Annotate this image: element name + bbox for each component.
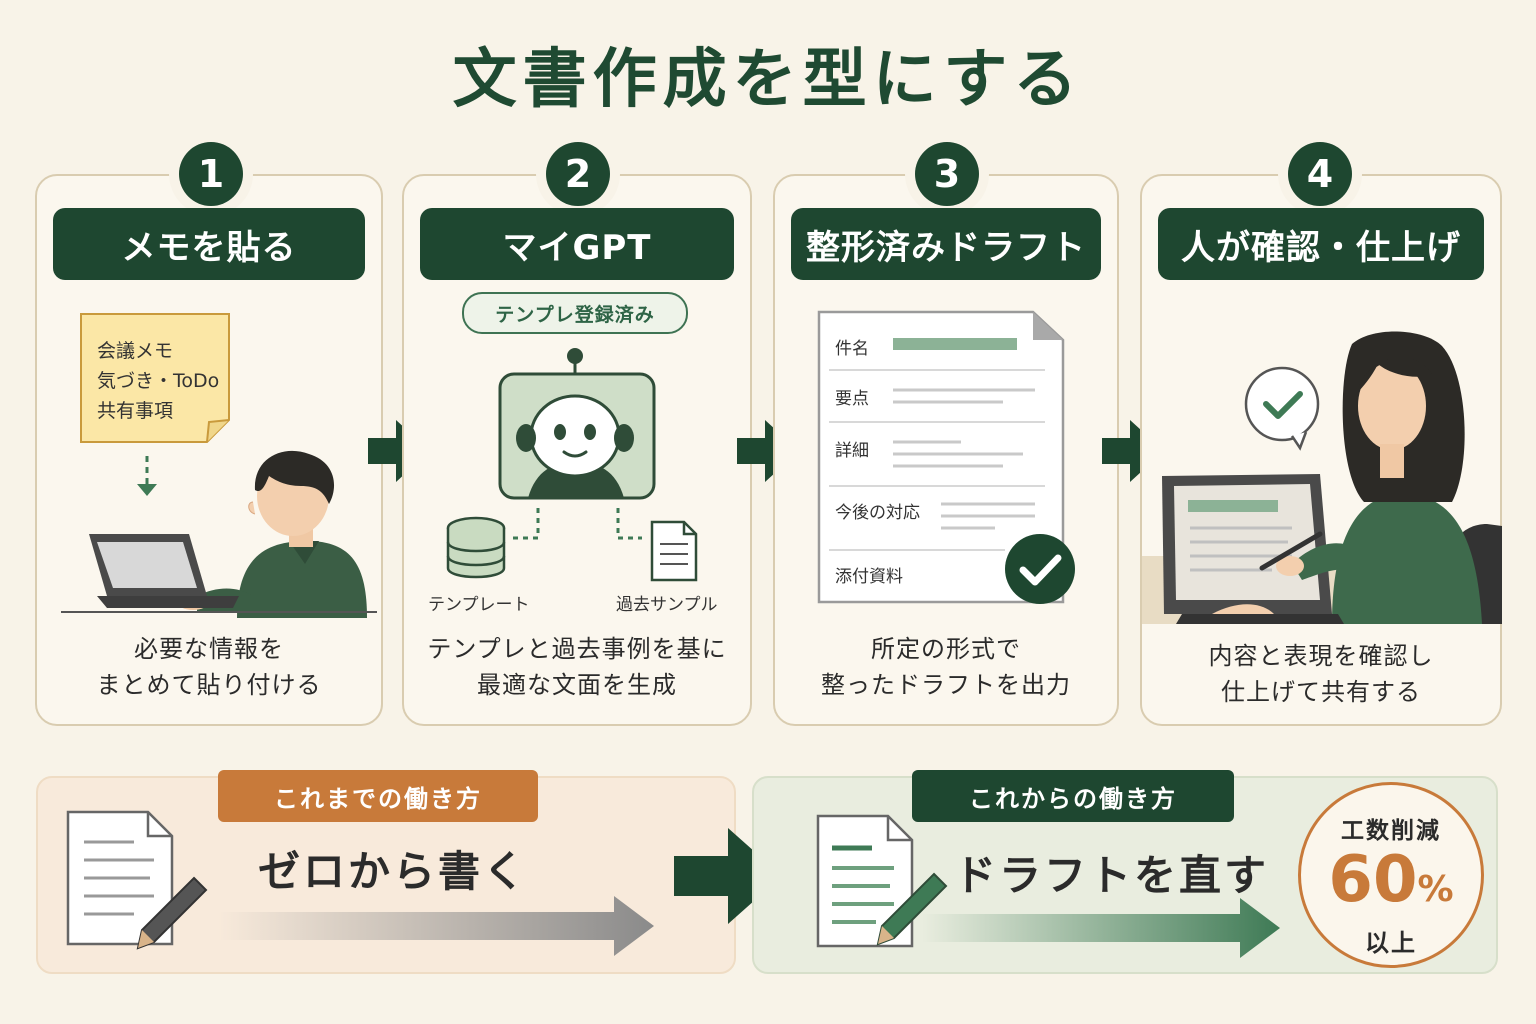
doc-field-details: 詳細 <box>835 441 869 461</box>
person-laptop-illustration <box>57 446 377 618</box>
after-gradient-arrow <box>922 898 1282 958</box>
badge-top-text: 工数削減 <box>1341 818 1441 844</box>
step-desc-1: 必要な情報を まとめて貼り付ける <box>47 631 371 703</box>
step-desc-1-line-2: まとめて貼り付ける <box>96 671 322 699</box>
step-number-3: 3 <box>915 142 979 206</box>
step-desc-1-line-1: 必要な情報を <box>134 635 284 663</box>
step-desc-3: 所定の形式で 整ったドラフトを出力 <box>785 631 1107 703</box>
template-label: テンプレート <box>428 595 530 615</box>
step-desc-4: 内容と表現を確認し 仕上げて共有する <box>1152 638 1490 710</box>
document-green-pencil-icon <box>814 812 964 962</box>
badge-bottom-text: 以上 <box>1365 929 1417 957</box>
past-sample-label: 過去サンプル <box>616 595 718 615</box>
note-line-3: 共有事項 <box>97 400 174 422</box>
step-header-1: メモを貼る <box>53 208 365 280</box>
step-desc-2-line-1: テンプレと過去事例を基に <box>427 635 727 663</box>
after-panel: これからの働き方 ドラフトを直す 工数削減 60% 以上 <box>752 770 1498 974</box>
flow-arrow-1 <box>366 418 432 488</box>
formatted-draft-document <box>815 308 1085 608</box>
step-desc-4-line-2: 仕上げて共有する <box>1221 678 1421 706</box>
step-header-4: 人が確認・仕上げ <box>1158 208 1484 280</box>
step-desc-4-line-1: 内容と表現を確認し <box>1208 642 1434 670</box>
note-line-1: 会議メモ <box>97 340 174 362</box>
badge-unit: % <box>1417 869 1454 910</box>
step-header-3: 整形済みドラフト <box>791 208 1101 280</box>
step-card-1: 1 メモを貼る 会議メモ 気づき・ToDo 共有事項 <box>35 142 383 726</box>
doc-field-summary: 要点 <box>835 389 869 409</box>
before-gradient-arrow <box>218 896 658 956</box>
doc-field-attachments: 添付資料 <box>835 567 903 587</box>
template-registered-tag: テンプレ登録済み <box>462 292 688 334</box>
flow-arrow-3 <box>1100 418 1166 488</box>
reduction-badge: 工数削減 60% 以上 <box>1298 782 1484 968</box>
step-card-3: 3 整形済みドラフト 件名 要点 詳細 今後の対応 添付資料 <box>773 142 1119 726</box>
page-title: 文書作成を型にする <box>452 43 1084 117</box>
check-circle-icon <box>1003 532 1077 606</box>
step-number-4: 4 <box>1288 142 1352 206</box>
note-line-2: 気づき・ToDo <box>97 370 220 392</box>
step-desc-2: テンプレと過去事例を基に 最適な文面を生成 <box>414 631 740 703</box>
step-desc-3-line-2: 整ったドラフトを出力 <box>821 671 1071 699</box>
after-label: これからの働き方 <box>912 770 1234 822</box>
before-text: ゼロから書く <box>258 847 529 896</box>
before-panel: これまでの働き方 ゼロから書く <box>36 770 736 974</box>
step-number-2: 2 <box>546 142 610 206</box>
document-pencil-icon <box>64 808 214 958</box>
robot-illustration <box>428 342 732 582</box>
badge-value: 60 <box>1328 843 1418 917</box>
step-card-2: 2 マイGPT テンプレ登録済み <box>402 142 752 726</box>
sticky-note <box>79 312 231 444</box>
step-desc-3-line-1: 所定の形式で <box>871 635 1021 663</box>
reviewer-illustration <box>1142 324 1502 624</box>
after-text: ドラフトを直す <box>954 851 1270 900</box>
flow-arrow-2 <box>735 418 801 488</box>
step-number-1: 1 <box>179 142 243 206</box>
step-card-4: 4 人が確認・仕上げ <box>1140 142 1502 726</box>
badge-value-wrap: 60% <box>1301 843 1481 917</box>
doc-field-next-actions: 今後の対応 <box>835 503 920 523</box>
step-desc-2-line-2: 最適な文面を生成 <box>477 671 677 699</box>
doc-field-subject: 件名 <box>835 339 869 359</box>
before-label: これまでの働き方 <box>218 770 538 822</box>
step-header-2: マイGPT <box>420 208 734 280</box>
